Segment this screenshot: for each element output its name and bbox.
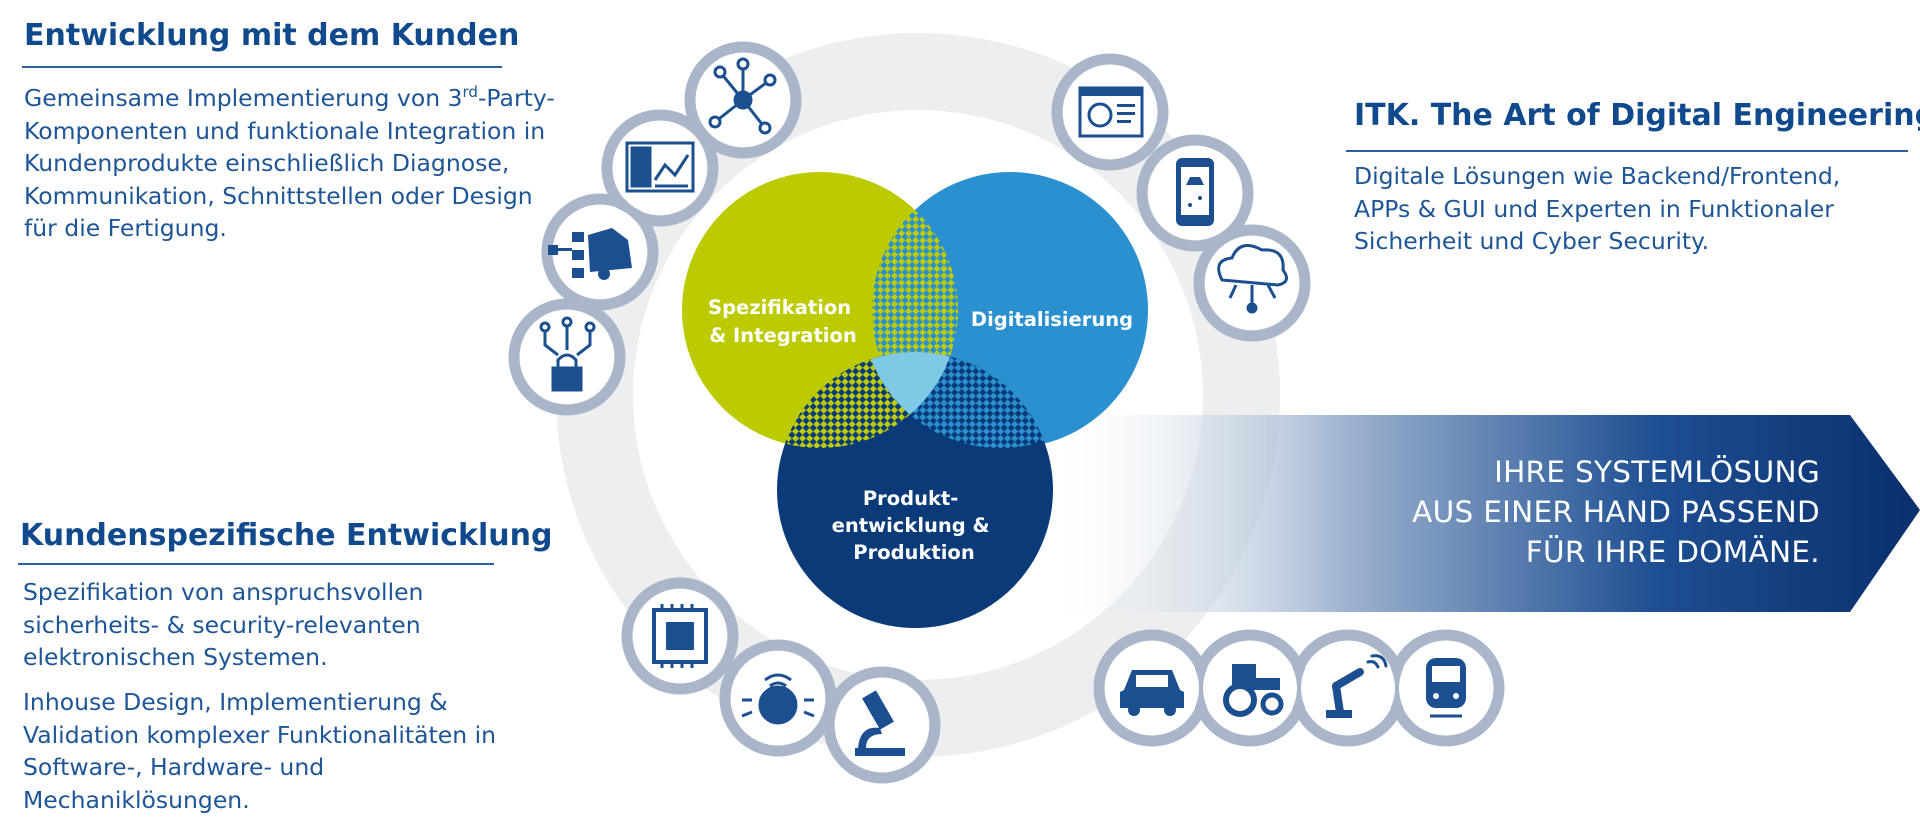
- section-title-kundenspezifisch: Kundenspezifische Entwicklung: [20, 518, 553, 553]
- robot-arm-icon: [1326, 654, 1388, 718]
- overlap-digital-produktion: [862, 352, 1053, 448]
- domain-arrow: [1040, 415, 1920, 612]
- car-icon: [1120, 670, 1184, 716]
- section-title-itk: ITK. The Art of Digital Engineering.: [1354, 98, 1920, 133]
- microscope-icon: [855, 690, 905, 756]
- sensor-gauge-icon: [741, 673, 815, 725]
- overlap-spez-produktion: [777, 352, 958, 448]
- tractor-icon: [1223, 664, 1284, 717]
- car-diagram-icon: [548, 228, 632, 280]
- section-rule-kunden: [22, 66, 502, 68]
- venn-label-digitalisierung: Digitalisierung: [971, 308, 1133, 331]
- smartphone-car-icon: [1176, 158, 1214, 226]
- venn-label-produktion: Produkt- entwicklung & Produktion: [832, 487, 997, 564]
- cloud-network-icon: [1217, 244, 1289, 314]
- train-icon: [1426, 658, 1466, 718]
- arrow-text: IHRE SYSTEMLÖSUNG AUS EINER HAND PASSEND…: [1412, 455, 1820, 569]
- section-rule-kundenspezifisch: [18, 563, 494, 565]
- section-rule-itk: [1346, 150, 1908, 152]
- circuit-lock-icon: [539, 316, 596, 392]
- section-text-kunden: Gemeinsame Implementierung von 3rd-Party…: [24, 83, 555, 242]
- section-text-itk: Digitale Lösungen wie Backend/Frontend, …: [1354, 162, 1841, 255]
- web-browser-icon: [1078, 86, 1144, 138]
- section-text-kundenspezifisch-2: Inhouse Design, Implementierung & Valida…: [23, 688, 496, 814]
- network-icon: [708, 57, 777, 135]
- section-title-kunden: Entwicklung mit dem Kunden: [24, 18, 520, 53]
- venn-label-spezifikation: Spezifikation & Integration: [708, 296, 858, 347]
- microchip-icon: [652, 604, 708, 668]
- chart-display-icon: [625, 141, 695, 193]
- section-text-kundenspezifisch-1: Spezifikation von anspruchsvollen sicher…: [23, 578, 424, 671]
